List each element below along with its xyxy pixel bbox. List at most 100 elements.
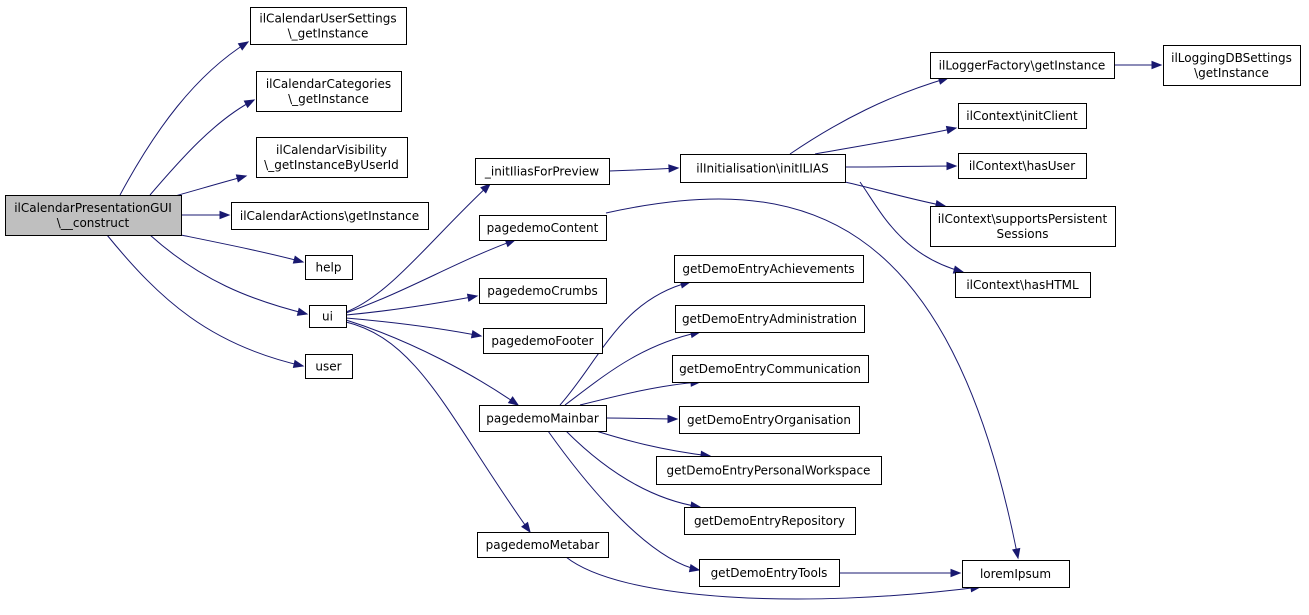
node-label: ilContext\hasHTML (966, 278, 1079, 292)
arrowhead-icon (945, 125, 958, 135)
node-repository[interactable]: getDemoEntryRepository (684, 507, 856, 535)
edge-line (605, 198, 1019, 559)
node-box (955, 272, 1091, 298)
node-user[interactable]: user (305, 354, 353, 379)
node-label: ilCalendarActions\getInstance (240, 209, 419, 223)
edge-line (345, 239, 516, 314)
node-box (958, 103, 1087, 129)
node-box (962, 560, 1070, 588)
node-crumbs[interactable]: pagedemoCrumbs (479, 278, 607, 304)
node-label: user (315, 360, 341, 374)
node-box (256, 137, 408, 178)
node-initilias-preview[interactable]: _initIliasForPreview (475, 158, 610, 185)
node-personal-workspace[interactable]: getDemoEntryPersonalWorkspace (656, 456, 882, 485)
node-content[interactable]: pagedemoContent (479, 215, 607, 241)
node-box (305, 255, 353, 280)
edge-line (565, 556, 981, 600)
node-mainbar[interactable]: pagedemoMainbar (479, 405, 607, 432)
node-box (479, 405, 607, 432)
node-actions[interactable]: ilCalendarActions\getInstance (231, 202, 429, 230)
node-visibility[interactable]: ilCalendarVisibility\_getInstanceByUserI… (256, 137, 408, 178)
node-box (958, 153, 1087, 179)
edge-root-to-usersettings (119, 41, 250, 196)
arrowhead-icon (1151, 60, 1163, 70)
node-administration[interactable]: getDemoEntryAdministration (675, 305, 865, 333)
node-footer[interactable]: pagedemoFooter (483, 328, 603, 354)
node-categories[interactable]: ilCalendarCategories\_getInstance (256, 71, 402, 112)
node-box (684, 507, 856, 535)
edge-line (345, 295, 478, 316)
arrowhead-icon (470, 330, 483, 339)
node-label: ilInitialisation\initILIAS (696, 162, 828, 176)
node-box (309, 305, 347, 328)
node-label: ilCalendarCategories (266, 77, 391, 91)
node-achievements[interactable]: getDemoEntryAchievements (674, 255, 864, 283)
edge-mainbar-to-communication (579, 378, 702, 406)
edge-line (844, 165, 957, 168)
node-hasuser[interactable]: ilContext\hasUser (958, 153, 1087, 179)
edge-line (149, 234, 308, 315)
edge-line (608, 167, 679, 172)
arrowhead-icon (946, 161, 958, 171)
node-logging-db[interactable]: ilLoggingDBSettings\getInstance (1163, 45, 1301, 86)
node-box (930, 52, 1115, 79)
node-label: \_getInstance (288, 27, 369, 41)
arrowhead-icon (668, 164, 680, 173)
node-hashtml[interactable]: ilContext\hasHTML (955, 272, 1091, 298)
edge-root-to-visibility (174, 174, 248, 197)
edge-line (180, 234, 304, 263)
arrowhead-icon (243, 99, 256, 109)
node-box (674, 255, 864, 283)
node-usersettings[interactable]: ilCalendarUserSettings\_getInstance (250, 7, 407, 45)
edge-line (547, 430, 700, 571)
node-root[interactable]: ilCalendarPresentationGUI\__construct (5, 195, 182, 236)
edge-init_ilias-to-hasuser (844, 161, 958, 171)
node-metabar[interactable]: pagedemoMetabar (477, 532, 609, 558)
node-label: ilContext\initClient (966, 109, 1078, 123)
arrowhead-icon (688, 563, 701, 573)
arrowhead-icon (480, 183, 492, 194)
node-box (479, 215, 607, 241)
node-label: pagedemoContent (487, 221, 599, 235)
edge-line (345, 321, 531, 533)
edge-ui-to-metabar (345, 321, 531, 534)
edge-initilias_preview-to-init_ilias (608, 164, 680, 173)
node-label: getDemoEntryAdministration (682, 312, 857, 326)
node-label: getDemoEntryAchievements (682, 262, 854, 276)
node-label: ilCalendarPresentationGUI (14, 201, 172, 215)
node-help[interactable]: help (305, 255, 353, 280)
edge-line (595, 430, 711, 457)
node-label: Sessions (996, 227, 1048, 241)
edge-line (106, 234, 304, 367)
node-label: _initIliasForPreview (484, 165, 599, 179)
edge-root-to-help (180, 234, 305, 264)
arrowhead-icon (219, 210, 231, 220)
edge-line (559, 281, 691, 406)
node-box (675, 305, 865, 333)
edge-init_ilias-to-persistent (844, 181, 947, 209)
node-initclient[interactable]: ilContext\initClient (958, 103, 1087, 129)
node-organisation[interactable]: getDemoEntryOrganisation (679, 406, 860, 434)
node-box (5, 195, 182, 236)
edge-tools-to-lorem (838, 568, 962, 578)
arrowhead-icon (466, 293, 479, 302)
edge-line (789, 77, 949, 155)
node-label: ilLoggingDBSettings (1171, 51, 1292, 65)
node-label: ilContext\hasUser (969, 159, 1075, 173)
node-tools[interactable]: getDemoEntryTools (699, 559, 840, 587)
edge-line (119, 41, 249, 196)
node-communication[interactable]: getDemoEntryCommunication (672, 355, 869, 383)
node-label: ilContext\supportsPersistent (938, 212, 1108, 226)
arrowhead-icon (237, 41, 250, 51)
edge-root-to-categories (149, 99, 256, 196)
edge-line (844, 181, 946, 207)
edge-root-to-actions (181, 210, 231, 220)
node-ui[interactable]: ui (309, 305, 347, 328)
node-logger[interactable]: ilLoggerFactory\getInstance (930, 52, 1115, 79)
node-lorem[interactable]: loremIpsum (962, 560, 1070, 588)
edge-line (345, 317, 482, 337)
node-label: getDemoEntryTools (711, 566, 828, 580)
node-init-ilias[interactable]: ilInitialisation\initILIAS (680, 154, 846, 183)
